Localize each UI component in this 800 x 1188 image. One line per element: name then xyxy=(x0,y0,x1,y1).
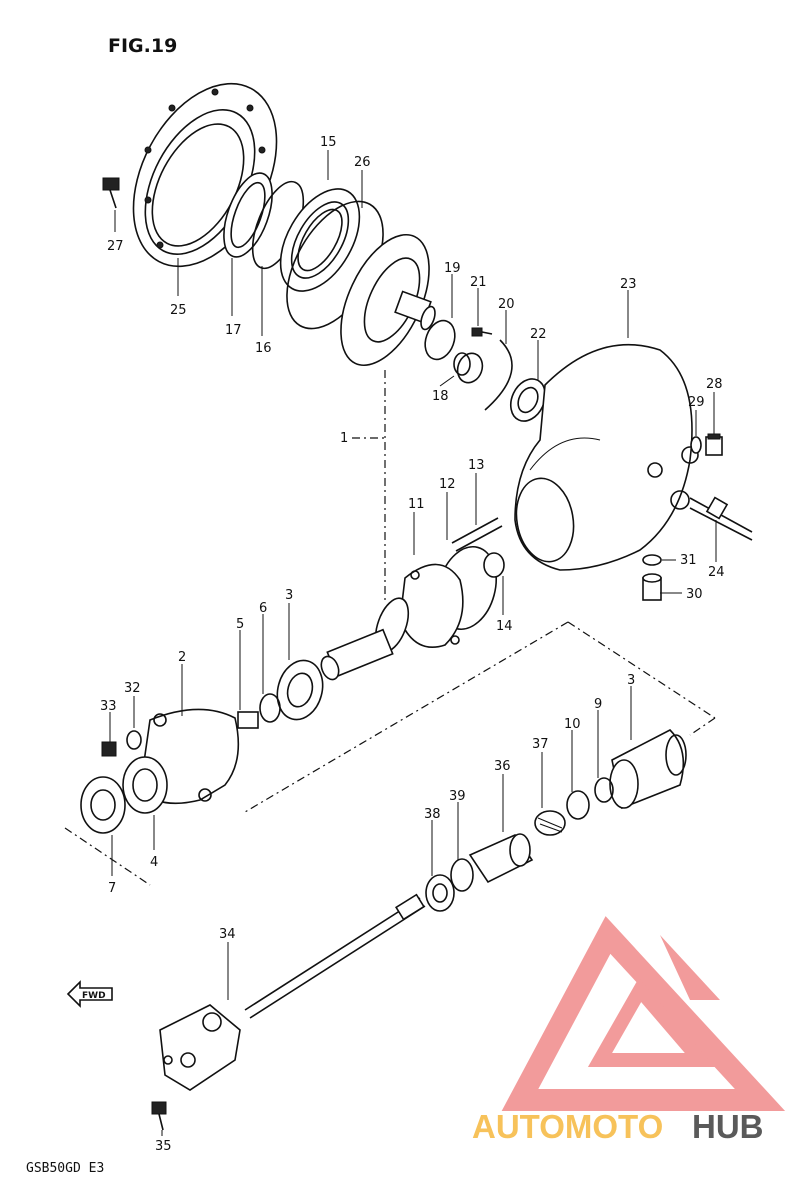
part-14-seal xyxy=(483,552,505,578)
callout-11: 11 xyxy=(408,497,425,512)
part-24-stud xyxy=(689,496,753,541)
callout-3-lower: 3 xyxy=(627,673,635,688)
part-4-bearing xyxy=(122,756,168,814)
callout-32: 32 xyxy=(124,681,141,696)
callout-20: 20 xyxy=(498,297,515,312)
watermark-text-hub: HUB xyxy=(692,1108,764,1145)
part-36-damper xyxy=(468,833,534,884)
callout-7: 7 xyxy=(108,881,116,896)
callout-6: 6 xyxy=(259,601,267,616)
fwd-arrow-icon: FWD xyxy=(66,980,113,1008)
part-23-gear-case xyxy=(514,343,699,571)
part-31-nut xyxy=(642,554,662,566)
callout-38: 38 xyxy=(424,807,441,822)
part-15-bearing xyxy=(279,188,361,292)
part-25-flange-plate xyxy=(132,82,278,268)
part-33-nut xyxy=(101,741,117,757)
callout-39: 39 xyxy=(449,789,466,804)
callout-17: 17 xyxy=(225,323,242,338)
part-3-bearing-lower xyxy=(609,729,687,810)
part-38-seal xyxy=(425,874,455,912)
callout-34: 34 xyxy=(219,927,236,942)
callout-22: 22 xyxy=(530,327,547,342)
part-7-seal xyxy=(80,776,126,834)
callout-4: 4 xyxy=(150,855,158,870)
part-29-washer xyxy=(690,436,702,454)
pinion-shaft xyxy=(320,597,410,681)
callout-36: 36 xyxy=(494,759,511,774)
part-11-plate xyxy=(399,563,464,648)
callout-19: 19 xyxy=(444,261,461,276)
callout-25: 25 xyxy=(170,303,187,318)
part-18-bushing xyxy=(453,352,484,384)
part-28-plug xyxy=(705,433,723,456)
callout-5: 5 xyxy=(236,617,244,632)
callout-37: 37 xyxy=(532,737,549,752)
callout-14: 14 xyxy=(496,619,513,634)
part-32-washer xyxy=(126,730,142,750)
part-27-bolt xyxy=(102,177,120,209)
callout-9: 9 xyxy=(594,697,602,712)
callout-35: 35 xyxy=(155,1139,172,1154)
part-30-bushing xyxy=(642,573,662,601)
watermark-text: AUTOMOTO HUB xyxy=(472,1108,764,1145)
callout-28: 28 xyxy=(706,377,723,392)
part-5-collar xyxy=(237,711,259,729)
part-9-ring xyxy=(594,777,614,803)
callout-26: 26 xyxy=(354,155,371,170)
callout-33: 33 xyxy=(100,699,117,714)
callout-15: 15 xyxy=(320,135,337,150)
fwd-label: FWD xyxy=(82,991,106,1001)
callout-30: 30 xyxy=(686,587,703,602)
leader-lines xyxy=(109,150,717,1136)
callout-16: 16 xyxy=(255,341,272,356)
part-39-ring xyxy=(450,858,474,892)
part-3-bearing-upper xyxy=(276,659,324,721)
part-35-bolt xyxy=(151,1101,167,1131)
callout-12: 12 xyxy=(439,477,456,492)
part-13-pin xyxy=(451,517,503,552)
part-6-ring xyxy=(259,693,281,723)
model-code: GSB50GD E3 xyxy=(26,1161,104,1176)
callout-10: 10 xyxy=(564,717,581,732)
callout-2: 2 xyxy=(178,650,186,665)
figure-title: FIG.19 xyxy=(108,35,177,57)
callout-23: 23 xyxy=(620,277,637,292)
callout-18: 18 xyxy=(432,389,449,404)
part-21-bolt xyxy=(471,327,493,337)
part-17-bearing xyxy=(223,172,273,258)
callout-24: 24 xyxy=(708,565,725,580)
part-10-collar xyxy=(566,790,590,820)
callout-21: 21 xyxy=(470,275,487,290)
callout-31: 31 xyxy=(680,553,697,568)
ring-gear xyxy=(340,233,436,367)
part-34-propeller-shaft xyxy=(159,893,426,1091)
part-37-spring xyxy=(534,810,566,836)
callout-1: 1 xyxy=(340,431,348,446)
watermark-text-automoto: AUTOMOTO xyxy=(472,1108,663,1145)
callout-29: 29 xyxy=(688,395,705,410)
callout-27: 27 xyxy=(107,239,124,254)
callout-13: 13 xyxy=(468,458,485,473)
part-19-ring xyxy=(424,319,456,361)
callout-3-upper: 3 xyxy=(285,588,293,603)
watermark-logo xyxy=(501,916,786,1111)
part-20-retainer xyxy=(484,339,513,411)
assembly-axis-lines xyxy=(64,370,716,886)
